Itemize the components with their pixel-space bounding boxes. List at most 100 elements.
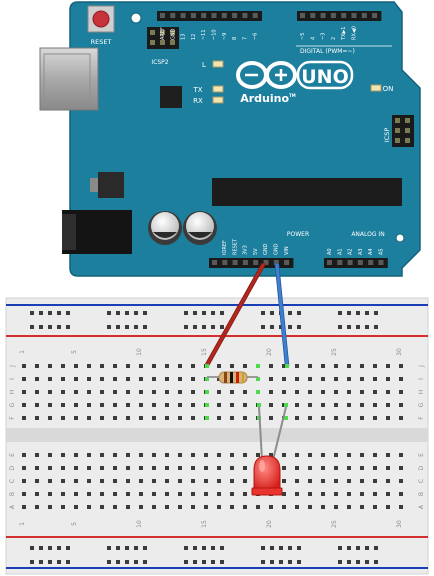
breadboard-hole: [35, 403, 39, 407]
breadboard-hole: [308, 364, 312, 368]
rail-hole: [66, 311, 70, 315]
digital-pin-label: ~3: [321, 33, 327, 40]
header-pin: [201, 13, 207, 18]
connected-hole: [256, 377, 260, 381]
analog-label: ANALOG IN: [351, 231, 384, 238]
rail-hole: [279, 546, 283, 550]
breadboard-hole: [87, 453, 91, 457]
breadboard-hole: [74, 479, 78, 483]
header-pin: [232, 13, 238, 18]
icsp-label: ICSP: [383, 128, 391, 143]
breadboard-hole: [61, 390, 65, 394]
main-holes: [22, 364, 403, 509]
breadboard-hole: [243, 466, 247, 470]
rail-hole: [134, 546, 138, 550]
connected-hole: [205, 377, 209, 381]
breadboard-hole: [399, 364, 403, 368]
breadboard-hole: [152, 377, 156, 381]
breadboard-hole: [308, 390, 312, 394]
power-pin-label: RESET: [232, 238, 238, 255]
breadboard-hole: [87, 377, 91, 381]
breadboard-hole: [360, 505, 364, 509]
rail-hole: [193, 560, 197, 564]
usb-chip: [160, 86, 182, 108]
breadboard-hole: [295, 390, 299, 394]
column-number: 25: [331, 348, 338, 356]
breadboard-hole: [399, 466, 403, 470]
breadboard-hole: [74, 453, 78, 457]
breadboard-hole: [113, 390, 117, 394]
breadboard-hole: [243, 453, 247, 457]
analog-pin-label: A5: [379, 248, 385, 255]
breadboard-hole: [178, 492, 182, 496]
digital-header-left: [157, 11, 262, 21]
breadboard-hole: [360, 416, 364, 420]
capacitor: [183, 211, 217, 245]
row-letter: J: [9, 365, 16, 368]
rail-hole: [143, 311, 147, 315]
breadboard-hole: [87, 416, 91, 420]
rail-hole: [338, 311, 342, 315]
icsp2-header: [147, 27, 179, 49]
breadboard-hole: [334, 453, 338, 457]
connected-hole: [205, 390, 209, 394]
breadboard-hole: [178, 377, 182, 381]
breadboard-hole: [100, 492, 104, 496]
breadboard-hole: [113, 403, 117, 407]
breadboard-hole: [152, 492, 156, 496]
header-pin: [351, 13, 357, 18]
breadboard-hole: [347, 364, 351, 368]
breadboard-hole: [139, 453, 143, 457]
rail-hole: [57, 325, 61, 329]
breadboard-hole: [35, 390, 39, 394]
analog-pin-label: A4: [368, 248, 374, 255]
voltage-regulator-tab: [90, 178, 98, 192]
analog-pin-label: A3: [358, 248, 364, 255]
reset-button: [87, 5, 115, 33]
breadboard-hole: [87, 479, 91, 483]
rail-hole: [107, 311, 111, 315]
row-letter: D: [418, 465, 425, 470]
breadboard-hole: [360, 453, 364, 457]
breadboard-hole: [308, 466, 312, 470]
rail-hole: [365, 311, 369, 315]
breadboard-hole: [347, 377, 351, 381]
led-on-indicator: [370, 84, 382, 92]
digital-header-right: [297, 11, 382, 21]
breadboard-hole: [230, 492, 234, 496]
connected-hole: [256, 364, 260, 368]
connected-hole: [284, 416, 288, 420]
breadboard-hole: [48, 453, 52, 457]
header-housing: [157, 11, 262, 21]
icsp-pin: [150, 30, 155, 35]
breadboard-hole: [373, 466, 377, 470]
breadboard-hole: [113, 479, 117, 483]
rail-hole: [347, 311, 351, 315]
digital-pin-label: ~5: [300, 33, 306, 40]
breadboard-hole: [165, 505, 169, 509]
header-pin: [347, 260, 353, 265]
breadboard-hole: [399, 403, 403, 407]
breadboard-hole: [373, 479, 377, 483]
header-pin: [341, 13, 347, 18]
header-pin: [368, 260, 374, 265]
breadboard-hole: [386, 364, 390, 368]
uno-badge: [296, 60, 354, 90]
breadboard-hole: [61, 505, 65, 509]
header-pin: [361, 13, 367, 18]
breadboard-hole: [321, 416, 325, 420]
rail-hole: [220, 560, 224, 564]
connected-hole: [205, 403, 209, 407]
breadboard-hole: [334, 479, 338, 483]
row-letter: A: [9, 504, 16, 509]
breadboard-hole: [256, 505, 260, 509]
breadboard-hole: [399, 390, 403, 394]
rail-hole: [184, 560, 188, 564]
brand-trademark: TM: [289, 93, 296, 98]
icsp-header: [392, 115, 414, 147]
rail-hole: [220, 311, 224, 315]
digital-pin-label: 4: [310, 37, 316, 40]
breadboard-hole: [230, 416, 234, 420]
brand-text: Arduino: [240, 92, 289, 105]
